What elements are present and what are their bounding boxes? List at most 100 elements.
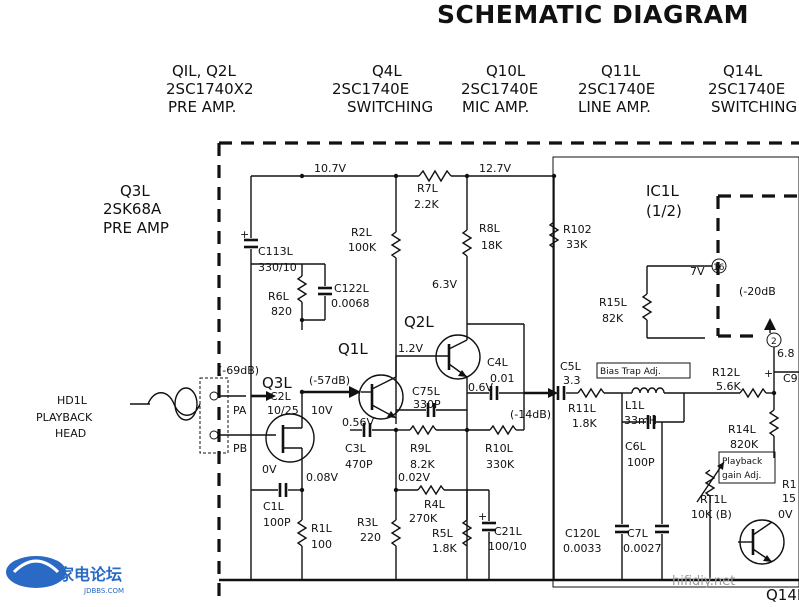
r3l-resistor bbox=[390, 430, 402, 580]
r1-partial-label: R1 bbox=[782, 478, 797, 491]
c21l-plus: + bbox=[478, 510, 487, 523]
voltage-rail-left: 10.7V bbox=[314, 162, 346, 175]
r11l-label: R11L bbox=[568, 402, 597, 415]
svg-text:2SC1740E: 2SC1740E bbox=[578, 80, 655, 98]
c113l-value: 330/10 bbox=[258, 261, 297, 274]
r102-resistor bbox=[548, 221, 560, 249]
l1l-label: L1L bbox=[625, 399, 645, 412]
watermark-brand: 家电论坛 bbox=[58, 565, 122, 584]
c2l-value: 10/25 bbox=[267, 404, 299, 417]
c1l-label: C1L bbox=[263, 500, 285, 513]
r102-label: R102 bbox=[563, 223, 592, 236]
svg-text:PRE AMP.: PRE AMP. bbox=[168, 98, 236, 116]
q3l-jfet bbox=[246, 389, 315, 520]
c113l-plus: + bbox=[240, 228, 249, 241]
r8l-value: 18K bbox=[481, 239, 503, 252]
q2l-transistor bbox=[396, 323, 525, 580]
r5l-label: R5L bbox=[432, 527, 454, 540]
header-q3l: Q3L 2SK68A PRE AMP bbox=[103, 182, 169, 237]
c120l-label: C120L bbox=[565, 527, 601, 540]
r4l-value: 270K bbox=[409, 512, 438, 525]
r1-partial-value: 15 bbox=[782, 492, 796, 505]
q3l-label: Q3L bbox=[262, 374, 292, 392]
head-id: HD1L bbox=[57, 394, 88, 407]
c113l-capacitor bbox=[244, 176, 258, 580]
r10l-label: R10L bbox=[485, 442, 514, 455]
voltage-10v: 10V bbox=[311, 404, 333, 417]
svg-text:Q14L: Q14L bbox=[723, 62, 763, 80]
ic-pin16: 16 bbox=[713, 263, 725, 273]
voltage-6v3: 6.3V bbox=[432, 278, 457, 291]
r10l-value: 330K bbox=[486, 458, 515, 471]
c7l-label: C7L bbox=[627, 527, 649, 540]
svg-text:Q3L: Q3L bbox=[120, 182, 150, 200]
pin-pb: PB bbox=[233, 442, 247, 455]
svg-text:PRE AMP: PRE AMP bbox=[103, 219, 169, 237]
header-q11l: Q11L 2SC1740E LINE AMP. bbox=[578, 62, 655, 116]
r14l-label: R14L bbox=[728, 423, 757, 436]
q1l-label: Q1L bbox=[338, 340, 368, 358]
svg-text:Q10L: Q10L bbox=[486, 62, 526, 80]
ic-level: (-20dB bbox=[739, 285, 776, 298]
svg-text:MIC AMP.: MIC AMP. bbox=[462, 98, 529, 116]
c2l-label: C2L bbox=[270, 390, 292, 403]
rt1l-label: RT1L bbox=[700, 493, 728, 506]
c4l-label: C4L bbox=[487, 356, 509, 369]
r12l-label: R12L bbox=[712, 366, 741, 379]
rt1l-value: 10K (B) bbox=[691, 508, 732, 521]
c9-plus: + bbox=[764, 367, 773, 380]
voltage-008: 0.08V bbox=[306, 471, 338, 484]
svg-text:2SK68A: 2SK68A bbox=[103, 200, 162, 218]
svg-text:SWITCHING: SWITCHING bbox=[347, 98, 433, 116]
c7l-capacitor bbox=[655, 422, 669, 580]
l1l-value: 33mH bbox=[624, 414, 657, 427]
voltage-06: 0.6V bbox=[468, 381, 493, 394]
head-label-1: PLAYBACK bbox=[36, 411, 93, 424]
header-q10l: Q10L 2SC1740E MIC AMP. bbox=[461, 62, 538, 116]
r9l-value: 8.2K bbox=[410, 458, 435, 471]
header-q1l-q2l: QIL, Q2L 2SC1740X2 PRE AMP. bbox=[166, 62, 254, 116]
c75l-value: 330P bbox=[413, 398, 441, 411]
r2l-label: R2L bbox=[351, 226, 373, 239]
c4l-capacitor bbox=[467, 386, 524, 400]
voltage-q3l-s: 0V bbox=[262, 463, 277, 476]
c122l-value: 0.0068 bbox=[331, 297, 370, 310]
c21l-capacitor bbox=[482, 490, 496, 580]
voltage-ic-7v: 7V bbox=[690, 265, 705, 278]
c1l-capacitor bbox=[251, 483, 305, 497]
r2l-resistor bbox=[390, 176, 402, 424]
c3l-label: C3L bbox=[345, 442, 367, 455]
r12l-resistor bbox=[718, 372, 777, 399]
header-q14l: Q14L 2SC1740E SWITCHING bbox=[708, 62, 797, 116]
rt1l-trimmer bbox=[696, 461, 725, 580]
c122l-label: C122L bbox=[334, 282, 370, 295]
voltage-056: 0.56V bbox=[342, 416, 374, 429]
r12l-value: 5.6K bbox=[716, 380, 741, 393]
r1l-resistor bbox=[296, 519, 308, 580]
r4l-resistor bbox=[393, 484, 489, 496]
c21l-label: C21L bbox=[494, 525, 523, 538]
r102-value: 33K bbox=[566, 238, 588, 251]
bias-trap-box bbox=[596, 362, 691, 379]
playback-gain-label-1: Playback bbox=[722, 457, 763, 467]
c113l-label: C113L bbox=[258, 245, 294, 258]
ic-pin16-circuit bbox=[641, 258, 727, 339]
right-watermark: hifidiy.net bbox=[672, 574, 735, 589]
ic1l-outline bbox=[716, 194, 799, 338]
c21l-value: 100/10 bbox=[488, 540, 527, 553]
r14l-value: 820K bbox=[730, 438, 759, 451]
c7l-value: 0.0027 bbox=[623, 542, 662, 555]
c6l-label: C6L bbox=[625, 440, 647, 453]
playback-gain-label-2: gain Adj. bbox=[722, 471, 761, 481]
diagram-title: SCHEMATIC DIAGRAM bbox=[437, 0, 749, 29]
q1l-level: (-57dB) bbox=[309, 374, 350, 387]
r9l-label: R9L bbox=[410, 442, 432, 455]
r7l-label: R7L bbox=[417, 182, 439, 195]
signal-path-arrows bbox=[251, 386, 558, 401]
r11l-value: 1.8K bbox=[572, 417, 597, 430]
r15l-value: 82K bbox=[602, 312, 624, 325]
q14l-transistor bbox=[738, 519, 785, 565]
ic1l-half: (1/2) bbox=[646, 202, 682, 220]
c3l-capacitor bbox=[350, 423, 399, 437]
